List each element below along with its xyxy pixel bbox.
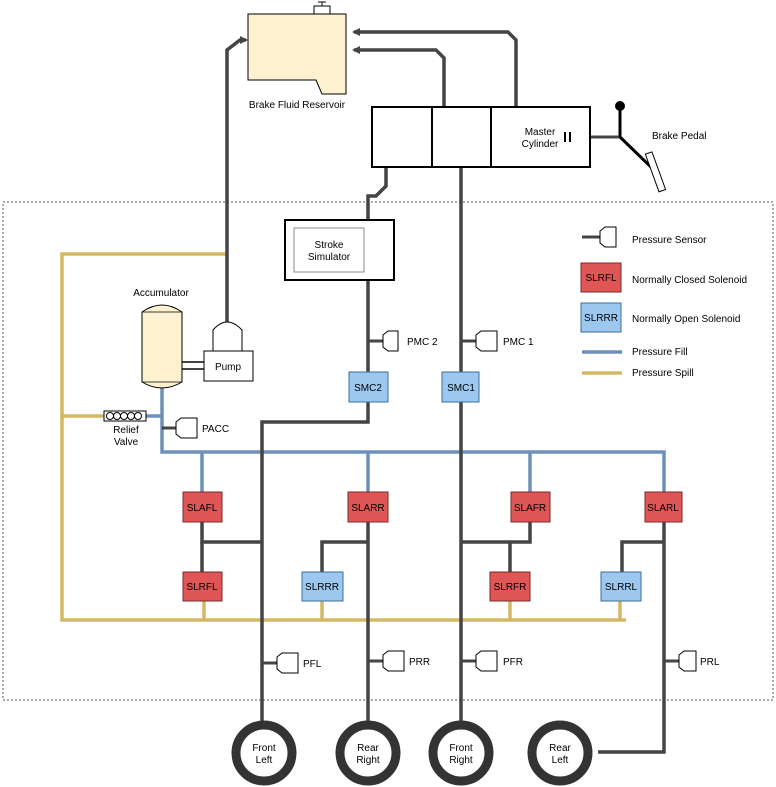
master-cylinder-label-1: Master bbox=[525, 127, 556, 138]
pmc1-label: PMC 1 bbox=[503, 337, 534, 348]
valve-smc2: SMC2 bbox=[348, 371, 389, 403]
legend-closed-label: Normally Closed Solenoid bbox=[632, 275, 747, 286]
slarl-label: SLARL bbox=[647, 503, 679, 514]
master-cylinder: Master Cylinder bbox=[371, 106, 591, 168]
sensor-stems bbox=[162, 339, 679, 665]
pressure-sensor-pmc2: PMC 2 bbox=[382, 330, 438, 352]
pressure-spill-lines bbox=[60, 252, 626, 622]
smc1-label: SMC1 bbox=[447, 383, 475, 394]
pressure-sensor-prr: PRR bbox=[382, 650, 430, 672]
prr-label: PRR bbox=[409, 657, 430, 668]
accumulator-label: Accumulator bbox=[133, 288, 189, 299]
reservoir-label: Brake Fluid Reservoir bbox=[249, 100, 346, 111]
stroke-simulator-label-1: Stroke bbox=[315, 240, 344, 251]
legend-pressure-spill: Pressure Spill bbox=[582, 368, 694, 379]
wheel-front-right: Front Right bbox=[428, 720, 494, 786]
slafl-label: SLAFL bbox=[187, 503, 218, 514]
stroke-simulator-label-2: Simulator bbox=[308, 252, 351, 263]
wheel-front-left: Front Left bbox=[231, 720, 297, 786]
pressure-sensor-pfr: PFR bbox=[475, 650, 523, 672]
pfr-label: PFR bbox=[503, 657, 523, 668]
pressure-sensor-prl: PRL bbox=[678, 650, 720, 672]
slrrl-label: SLRRL bbox=[605, 582, 638, 593]
pressure-sensor-pmc1: PMC 1 bbox=[475, 330, 534, 352]
hydraulic-lines bbox=[182, 28, 666, 754]
wheel-rr-label-1: Rear bbox=[357, 743, 379, 754]
valve-slrfr: SLRFR bbox=[489, 571, 531, 602]
wheel-rl-label-2: Left bbox=[552, 755, 569, 766]
pump: Pump bbox=[203, 321, 254, 382]
legend-pressure-sensor: Pressure Sensor bbox=[582, 226, 707, 248]
legend-open-label: Normally Open Solenoid bbox=[632, 314, 740, 325]
valve-smc1: SMC1 bbox=[441, 371, 480, 403]
slrrr-label: SLRRR bbox=[305, 582, 339, 593]
wheel-fr-label-1: Front bbox=[449, 743, 473, 754]
valve-slrrl: SLRRL bbox=[600, 571, 642, 602]
brake-pedal: Brake Pedal bbox=[615, 101, 706, 193]
wheel-fr-label-2: Right bbox=[449, 755, 473, 766]
control-unit-boundary bbox=[2, 201, 774, 701]
legend: Pressure Sensor SLRFL Normally Closed So… bbox=[580, 226, 747, 379]
legend-pressure-sensor-label: Pressure Sensor bbox=[632, 235, 707, 246]
smc2-label: SMC2 bbox=[354, 383, 382, 394]
legend-fill-label: Pressure Fill bbox=[632, 347, 688, 358]
valve-slarl: SLARL bbox=[644, 491, 683, 523]
wheel-fl-label-2: Left bbox=[256, 755, 273, 766]
pressure-sensor-pacc: PACC bbox=[175, 417, 229, 439]
wheel-rr-label-2: Right bbox=[356, 755, 380, 766]
wheel-rear-right: Rear Right bbox=[335, 720, 401, 786]
brake-pedal-label: Brake Pedal bbox=[652, 131, 706, 142]
pfl-label: PFL bbox=[303, 659, 322, 670]
relief-valve-label-1: Relief bbox=[113, 425, 139, 436]
valve-slrfl: SLRFL bbox=[182, 571, 223, 602]
relief-valve-label-2: Valve bbox=[114, 437, 139, 448]
legend-normally-open: SLRRR Normally Open Solenoid bbox=[580, 302, 740, 333]
pump-label: Pump bbox=[215, 362, 242, 373]
master-cylinder-label-2: Cylinder bbox=[522, 139, 559, 150]
valve-slafl: SLAFL bbox=[182, 491, 223, 523]
slafr-label: SLAFR bbox=[514, 503, 546, 514]
legend-pressure-fill: Pressure Fill bbox=[582, 347, 688, 358]
slarr-label: SLARR bbox=[351, 503, 384, 514]
relief-valve: Relief Valve bbox=[103, 410, 147, 448]
pressure-fill-lines bbox=[146, 384, 666, 492]
legend-normally-closed: SLRFL Normally Closed Solenoid bbox=[580, 262, 747, 293]
valve-slarr: SLARR bbox=[347, 491, 389, 523]
legend-spill-label: Pressure Spill bbox=[632, 368, 694, 379]
prl-label: PRL bbox=[700, 657, 720, 668]
legend-open-sample: SLRRR bbox=[584, 313, 618, 324]
pressure-sensor-pfl: PFL bbox=[276, 652, 322, 674]
wheel-fl-label-1: Front bbox=[252, 743, 276, 754]
pacc-label: PACC bbox=[202, 424, 229, 435]
wheel-rl-label-1: Rear bbox=[549, 743, 571, 754]
pmc2-label: PMC 2 bbox=[407, 337, 438, 348]
slrfl-label: SLRFL bbox=[186, 582, 218, 593]
valve-slafr: SLAFR bbox=[510, 491, 551, 523]
valve-slrrr: SLRRR bbox=[301, 571, 344, 602]
wheel-rear-left: Rear Left bbox=[527, 720, 593, 786]
legend-closed-sample: SLRFL bbox=[585, 273, 617, 284]
brake-fluid-reservoir: Brake Fluid Reservoir bbox=[247, 1, 347, 111]
slrfr-label: SLRFR bbox=[494, 582, 527, 593]
accumulator: Accumulator bbox=[133, 288, 189, 389]
stroke-simulator: Stroke Simulator bbox=[284, 219, 395, 281]
